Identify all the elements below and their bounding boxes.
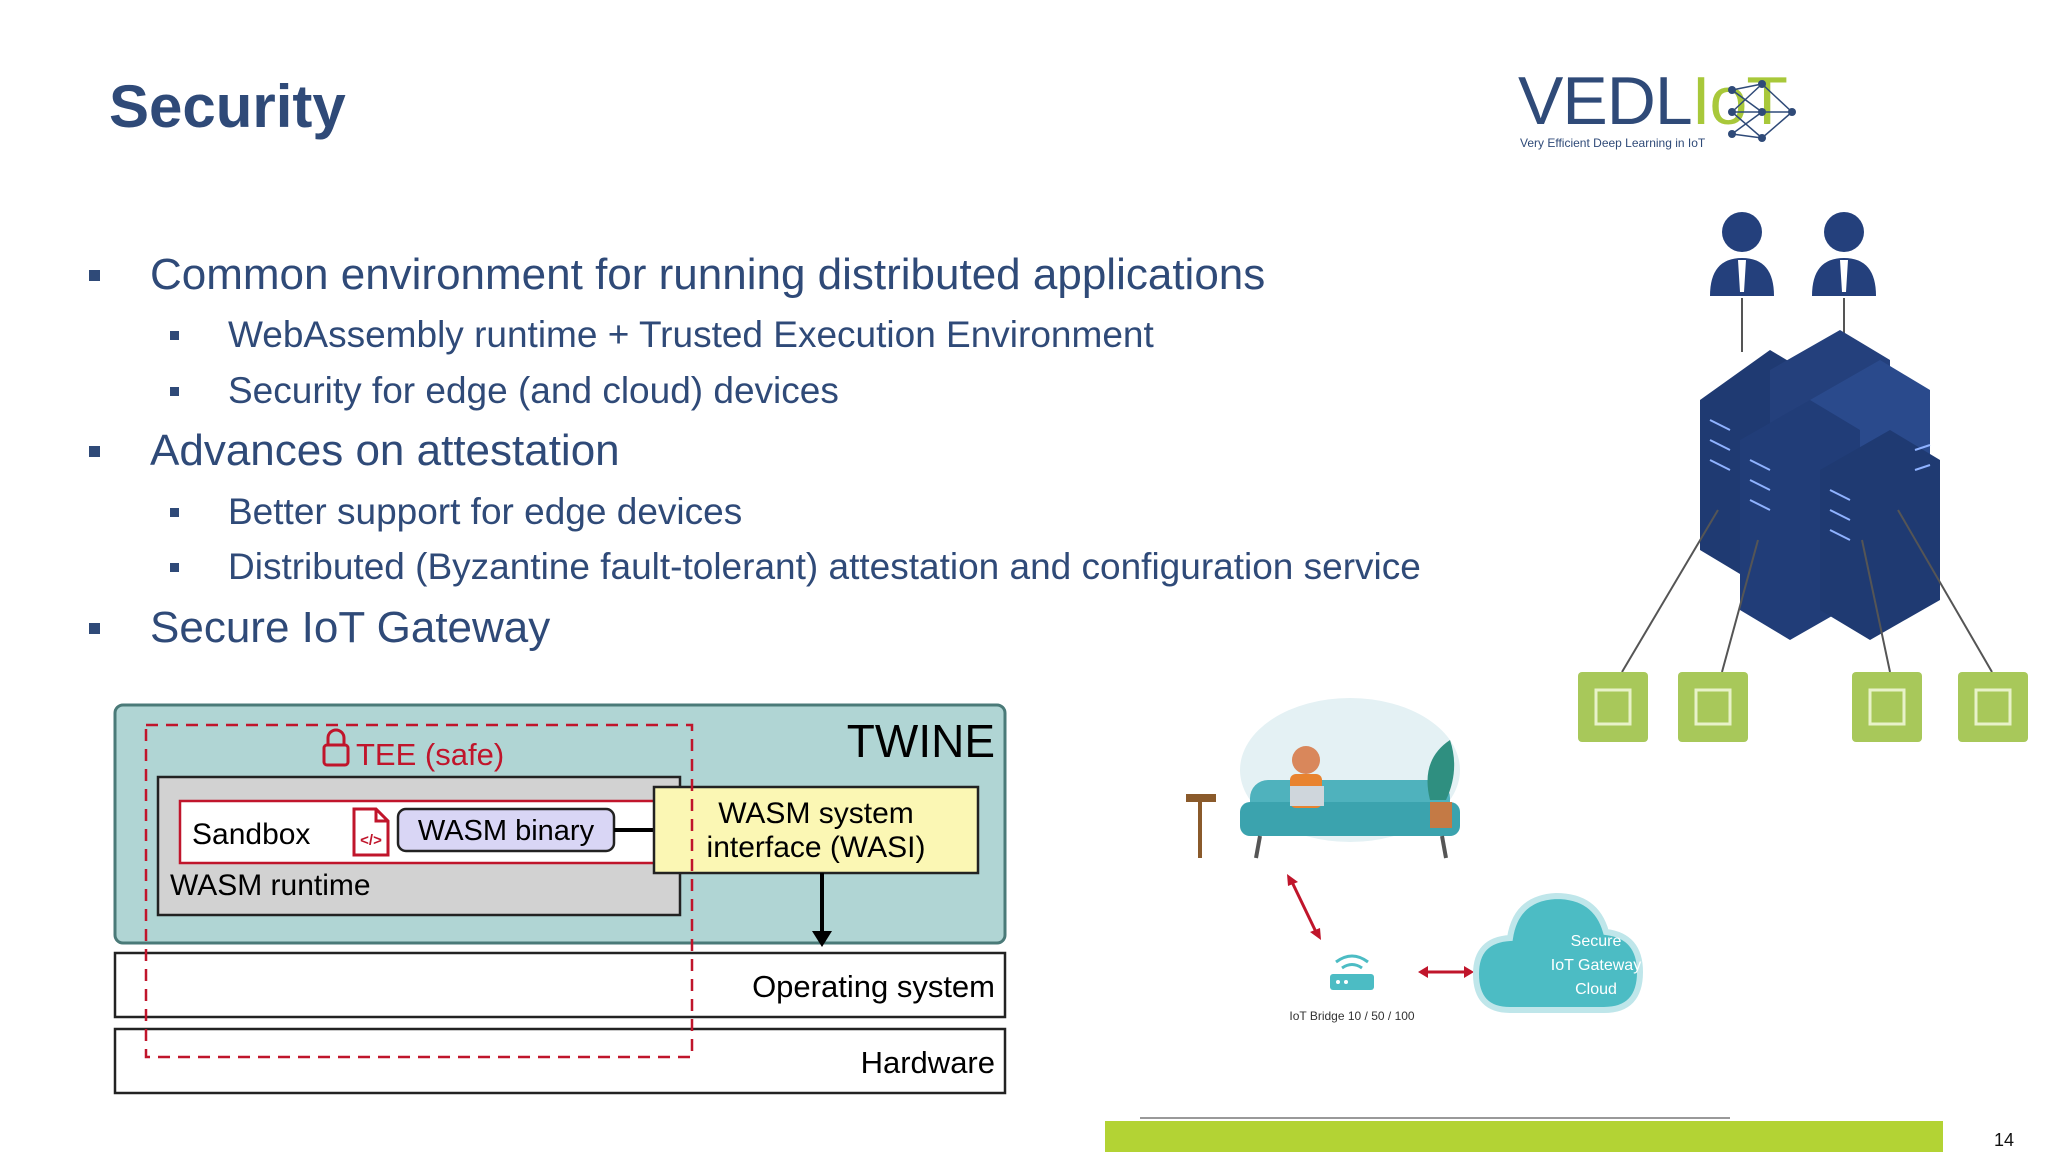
- tee-label: TEE (safe): [356, 737, 504, 772]
- bullet-level2: Distributed (Byzantine fault-tolerant) a…: [228, 546, 1421, 587]
- wasi-box: [652, 785, 980, 875]
- cloud-label-line2: IoT Gateway: [1551, 957, 1641, 974]
- logo-text-main: VEDL: [1518, 63, 1693, 139]
- os-label: Operating system: [752, 969, 995, 1004]
- chip-icon: [1678, 672, 1748, 742]
- bullet-marker: [170, 331, 179, 340]
- wasi-label-line2: interface (WASI): [707, 831, 926, 864]
- bullet-marker: [170, 387, 179, 396]
- bullet-level1: Advances on attestation: [150, 426, 620, 475]
- home-user-illustration: [1186, 698, 1460, 859]
- server-rack-icon: [1700, 330, 1940, 640]
- bullet-level1: Secure IoT Gateway: [150, 603, 551, 652]
- svg-text:</>: </>: [360, 832, 382, 849]
- tee-region: [144, 723, 694, 1059]
- wasm-binary-label: WASM binary: [418, 815, 595, 847]
- iot-bridge-label: IoT Bridge 10 / 50 / 100: [1289, 1009, 1415, 1023]
- bullet-level2: Better support for edge devices: [228, 491, 743, 532]
- lock-icon: [322, 728, 350, 767]
- cloud-label-line1: Secure: [1571, 933, 1622, 950]
- user-icon: [1710, 212, 1774, 296]
- secure-gateway-illustration: IoT Bridge 10 / 50 / 100 Secure IoT Gate…: [1186, 698, 1644, 1023]
- code-file-icon: </>: [352, 807, 390, 857]
- logo-text-iot: IoT: [1691, 63, 1788, 139]
- vedliot-logo: VEDLIoT: [1518, 62, 1788, 140]
- bullet-level1: Common environment for running distribut…: [150, 250, 1266, 299]
- bullet-marker: [89, 446, 100, 457]
- hardware-box: [113, 1027, 1007, 1095]
- twine-title: TWINE: [847, 715, 995, 767]
- cloud-label-line3: Cloud: [1575, 981, 1617, 998]
- bullet-level2: WebAssembly runtime + Trusted Execution …: [228, 314, 1154, 355]
- bullet-marker: [170, 508, 179, 517]
- bullet-level2: Security for edge (and cloud) devices: [228, 370, 839, 411]
- footer-bar: [1105, 1121, 1943, 1152]
- cloud-icon: [1472, 892, 1644, 1013]
- neural-network-icon: [1728, 80, 1796, 142]
- chip-icon: [1958, 672, 2028, 742]
- arrow-head: [812, 931, 832, 947]
- bullet-marker: [89, 270, 100, 281]
- connection-arrow: [1290, 881, 1318, 933]
- chip-icon: [1578, 672, 1648, 742]
- distributed-servers-illustration: [1578, 212, 2028, 742]
- bullet-marker: [170, 563, 179, 572]
- sandbox-label: Sandbox: [192, 818, 310, 851]
- wasm-runtime-label: WASM runtime: [170, 869, 371, 902]
- wasi-label-line1: WASM system: [718, 797, 914, 830]
- router-icon: [1330, 954, 1374, 990]
- hardware-label: Hardware: [861, 1045, 995, 1080]
- os-box: [113, 951, 1007, 1019]
- page-number: 14: [1994, 1130, 2015, 1150]
- bullet-marker: [89, 623, 100, 634]
- logo-tagline: Very Efficient Deep Learning in IoT: [1520, 136, 1706, 150]
- user-icon: [1812, 212, 1876, 296]
- twine-architecture-diagram: TWINE WASM runtime Sandbox </> WASM bina…: [113, 703, 1007, 1095]
- slide-title: Security: [109, 73, 346, 140]
- chip-icon: [1852, 672, 1922, 742]
- footer-divider: [1140, 1117, 1730, 1119]
